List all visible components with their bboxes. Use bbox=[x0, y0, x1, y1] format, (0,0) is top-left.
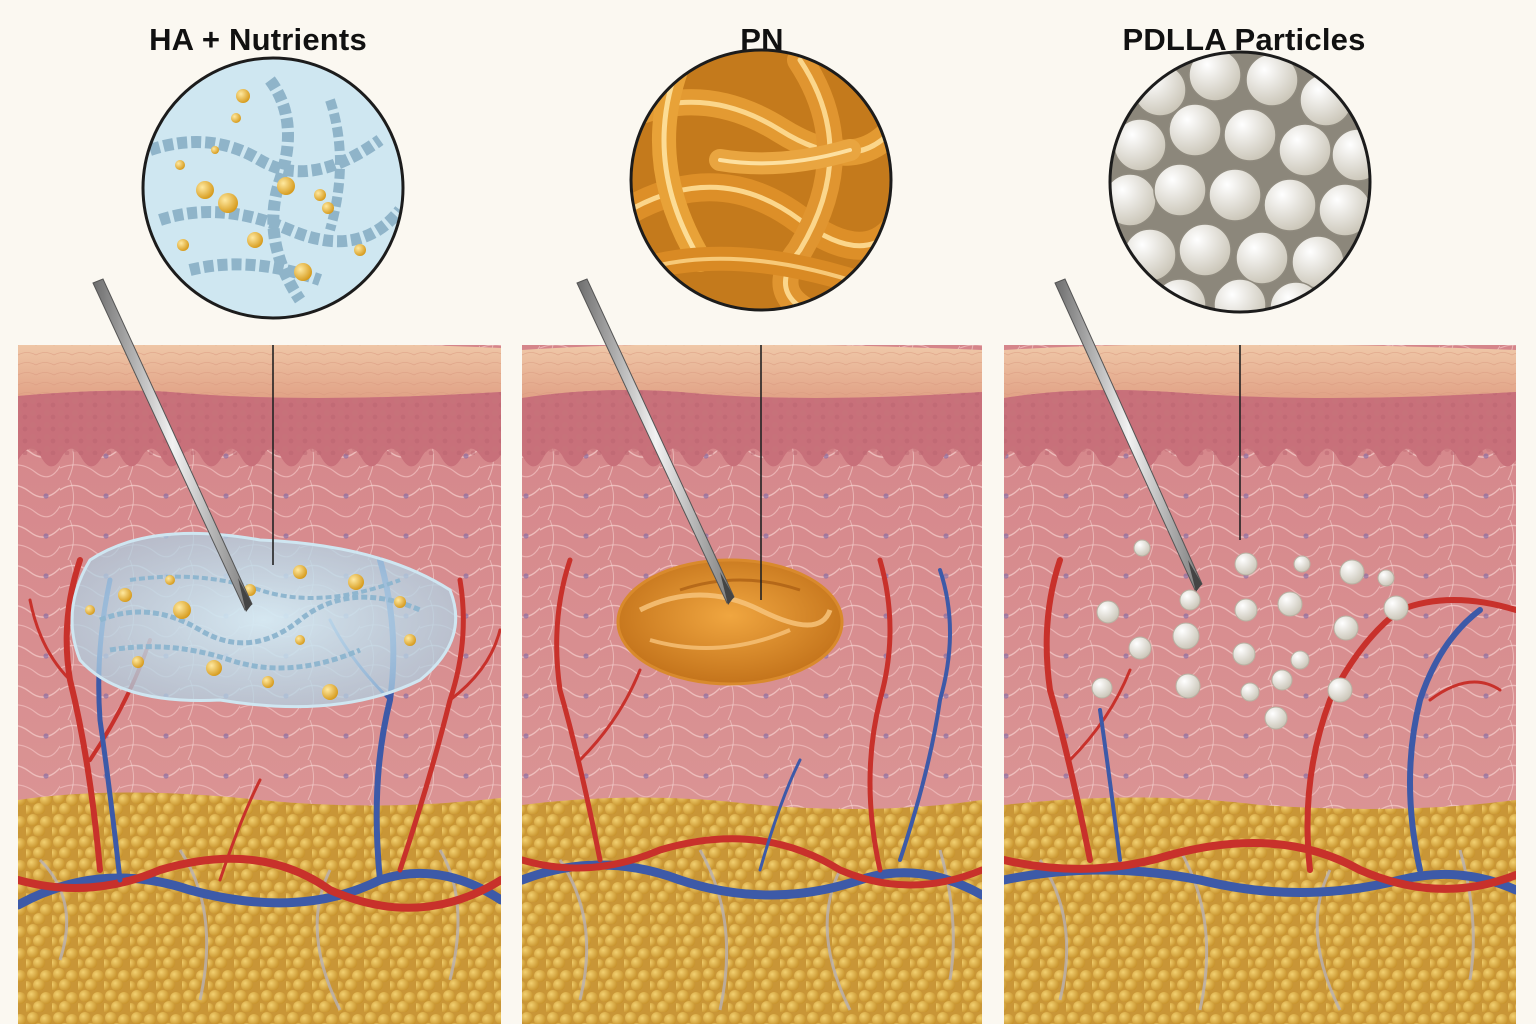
needle-icon bbox=[576, 278, 735, 605]
needle-icon bbox=[92, 278, 253, 612]
skin-panel-pn bbox=[522, 345, 982, 1024]
epidermis-layer bbox=[18, 345, 501, 398]
needle-icon bbox=[1054, 278, 1203, 592]
skin-panel-pdlla bbox=[1004, 345, 1516, 1024]
fat-layer bbox=[1004, 797, 1516, 1024]
blood-vessels bbox=[18, 557, 501, 912]
ha-deposit bbox=[70, 531, 458, 709]
pn-deposit bbox=[616, 558, 844, 686]
blood-vessels bbox=[522, 557, 982, 900]
blood-vessels bbox=[1004, 557, 1516, 897]
papillary-dermis bbox=[1004, 390, 1516, 467]
papillary-dermis bbox=[18, 390, 501, 467]
pdlla-particles bbox=[1091, 539, 1409, 730]
epidermis-layer bbox=[1004, 345, 1516, 398]
zoom-circle-pdlla bbox=[1108, 50, 1372, 314]
panel-title-ha-nutrients: HA + Nutrients bbox=[149, 22, 367, 57]
skin-panel-ha bbox=[18, 345, 501, 1024]
fat-layer bbox=[522, 797, 982, 1024]
epidermis-layer bbox=[522, 345, 982, 398]
zoom-circle-pn bbox=[629, 48, 893, 312]
papillary-dermis bbox=[522, 390, 982, 467]
zoom-circle-ha bbox=[141, 56, 405, 320]
